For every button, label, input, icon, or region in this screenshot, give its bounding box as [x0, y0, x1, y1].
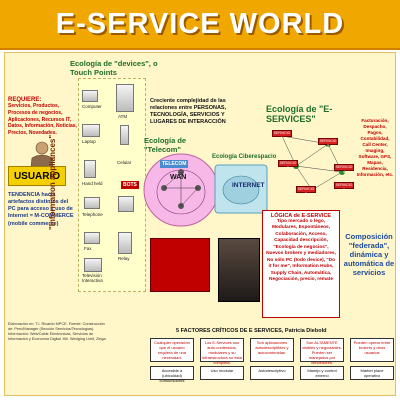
factor-top-5: Pueden operar entre brokers y otros usua… — [350, 338, 394, 362]
fax-icon — [84, 232, 100, 244]
device-label-computer: Computer — [82, 104, 102, 109]
composition-text: Composición "federada", dinámica y autom… — [343, 232, 395, 277]
bots-tag: BOTS — [121, 181, 139, 189]
information-appliances-label: "Information appliances" — [48, 120, 60, 230]
service-node-6: SERVICIO 6 — [334, 182, 354, 192]
cyberspace-heading: Ecología Ciberespacio — [212, 154, 277, 160]
bot-device-icon — [118, 196, 134, 212]
tendencia-body: artefactos distintos del PC para acceso … — [8, 199, 74, 227]
device-label-atm: ATM — [118, 114, 128, 119]
telecom-cloud-icon — [143, 153, 219, 227]
device-label-relay: Relay — [118, 256, 130, 261]
requiere-heading: REQUIERE: — [8, 97, 42, 103]
device-label-handheld: Hand held — [82, 181, 103, 186]
device-label-laptop: Laptop — [82, 139, 96, 144]
device-label-television: Televisión Interactiva — [82, 273, 103, 283]
handheld-icon — [84, 160, 96, 178]
factor-bottom-4: Manejo y control externo — [300, 366, 344, 380]
information-appliances-text: "Information appliances" — [48, 134, 57, 230]
factor-top-2: Los E-Services son auto-contenidos, modu… — [200, 338, 244, 365]
atm-icon — [116, 84, 134, 112]
logic-body: Tipo mercado o lego, Modulares, Espontán… — [266, 219, 336, 283]
laptop-icon — [82, 124, 100, 137]
internet-label: INTERNET — [232, 182, 265, 189]
factor-bottom-2: Uso modular — [200, 366, 244, 380]
service-node-2: SERVICIO 2 — [318, 138, 338, 148]
logic-heading: LÓGICA de E-SERVICE — [270, 213, 332, 219]
devices-heading: Ecología de "devices", o Touch Points — [70, 59, 158, 77]
services-photo-strip — [218, 238, 260, 302]
service-node-3: SERVICIO 3 — [278, 160, 298, 170]
computer-icon — [82, 90, 98, 102]
eservices-list: Facturación, Despacho, Pagos, Contabilid… — [356, 118, 394, 177]
device-label-fax: Fax — [84, 246, 92, 251]
telephone-icon — [84, 197, 100, 209]
tendencia-heading: TENDENCIA hacia — [8, 192, 56, 198]
cellphone-icon — [120, 125, 129, 145]
complexity-text: Creciente complejidad de las relaciones … — [150, 98, 227, 125]
telecom-heading: Ecología de "Telecom" — [144, 136, 187, 154]
factor-bottom-1: Accesible a (ubicuidad) consumidores — [150, 366, 194, 383]
requiere-block: REQUIERE: Servicios, Productos, Procesos… — [8, 97, 78, 137]
logic-box: LÓGICA de E-SERVICE Tipo mercado o lego,… — [262, 210, 340, 318]
factor-top-3: Son aplicaciones autodescriptibles y aut… — [250, 338, 294, 362]
device-label-telephone: Telephone — [82, 212, 103, 217]
eservices-heading: Ecología de "E-SERVICES" — [266, 104, 333, 124]
title-banner: E-SERVICE WORLD — [0, 0, 400, 50]
factors-heading: 5 FACTORES CRÍTICOS DE E SERVICES, Patri… — [176, 328, 327, 334]
requiere-body: Servicios, Productos, Procesos de negoci… — [8, 103, 77, 136]
usuario-box: USUARIO — [8, 166, 66, 186]
footnote: Elaboración en: T.I. Ricardo MPCE. Fuent… — [8, 322, 106, 341]
service-node-1: SERVICIO 1 — [272, 130, 292, 140]
factor-top-1: Cualquier operación que el usuario requi… — [150, 338, 194, 362]
factor-bottom-3: Autodescriptivo — [250, 366, 294, 380]
factor-top-4: Son ALTAMENTE visibles y negociables. Pu… — [300, 338, 344, 365]
service-node-4: SERVICIO 4 — [334, 164, 354, 174]
television-icon — [84, 258, 102, 272]
usuario-label: USUARIO — [13, 170, 61, 182]
explanation-box — [150, 238, 210, 292]
factor-bottom-5: Market place operativo — [350, 366, 394, 380]
device-label-celular: Celular — [117, 160, 132, 165]
relay-icon — [118, 232, 132, 254]
telecom-tag: TELECOM — [160, 160, 189, 168]
internet-globe-icon — [214, 164, 268, 214]
tendencia-block: TENDENCIA hacia artefactos distintos del… — [8, 192, 74, 228]
service-node-5: SERVICIO 5 — [296, 186, 316, 196]
wan-label: WAN — [170, 174, 187, 181]
page-title: E-SERVICE WORLD — [55, 7, 345, 40]
